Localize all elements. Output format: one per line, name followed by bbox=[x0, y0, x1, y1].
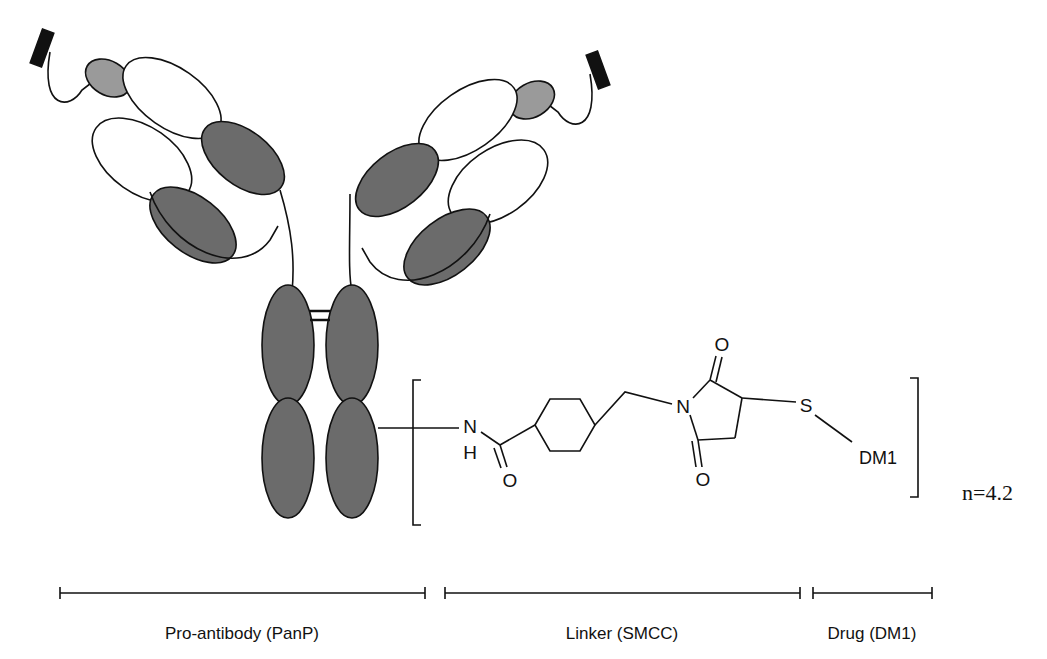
scale-bars bbox=[60, 587, 932, 599]
atom-label: H bbox=[463, 443, 477, 462]
atom-label: N bbox=[676, 397, 690, 416]
antibody bbox=[30, 29, 610, 518]
atom-label: O bbox=[715, 335, 730, 354]
drug-label: DM1 bbox=[859, 449, 897, 467]
atom-label: N bbox=[463, 417, 477, 436]
atom-label: O bbox=[696, 470, 711, 489]
section-label: Drug (DM1) bbox=[828, 625, 917, 642]
section-label: Pro-antibody (PanP) bbox=[165, 625, 319, 642]
drug-ratio: n=4.2 bbox=[962, 482, 1013, 504]
atom-label: O bbox=[503, 471, 518, 490]
atom-label: S bbox=[800, 396, 813, 415]
linker-drug-structure bbox=[378, 356, 918, 525]
section-label: Linker (SMCC) bbox=[566, 625, 678, 642]
